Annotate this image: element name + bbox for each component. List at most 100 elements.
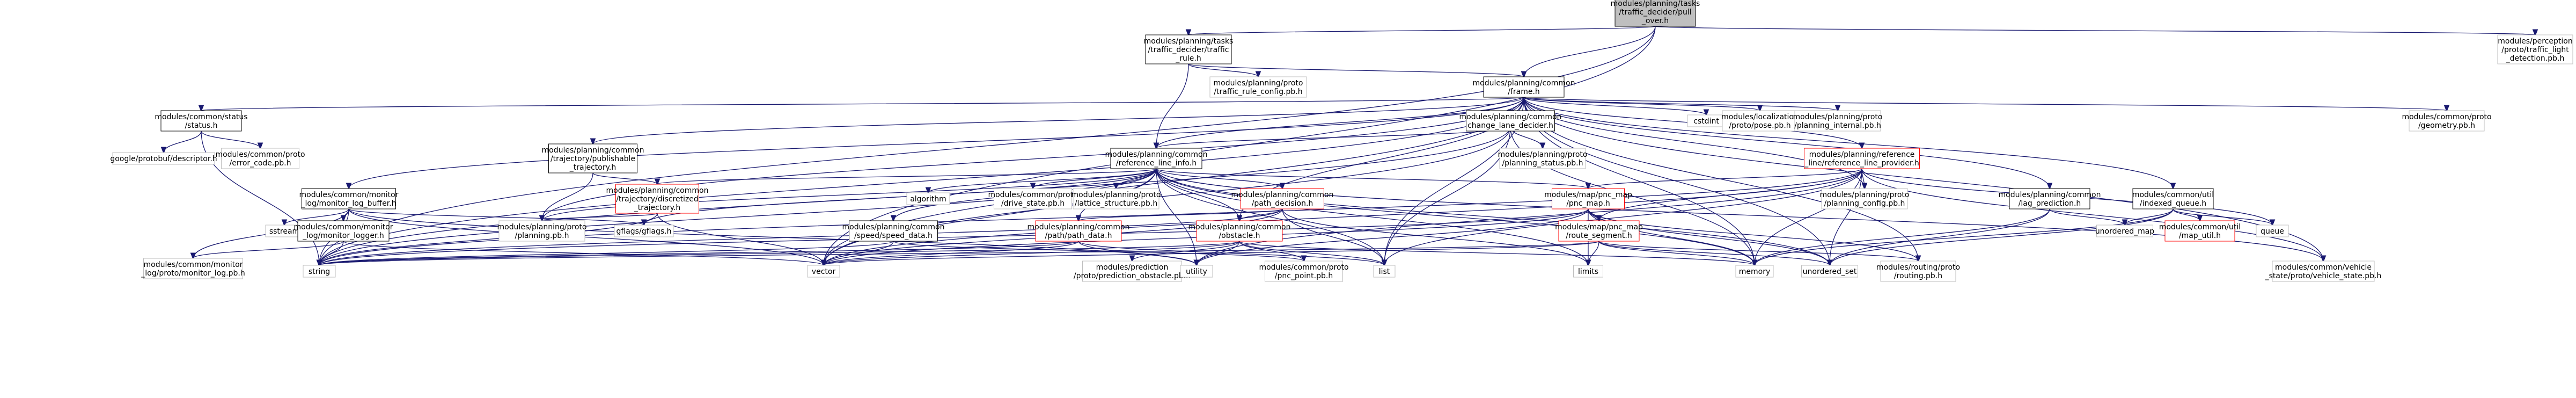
node-label-line: string [309, 267, 330, 276]
node-label-line: /proto/prediction_obstacle.pb.h [1074, 272, 1191, 280]
include-edge [284, 208, 349, 225]
node-label-line: modules/planning/proto [1793, 113, 1883, 121]
node-box [1035, 220, 1122, 242]
include-edge [542, 97, 1524, 221]
include-edge [644, 168, 1157, 225]
node-cstdint[interactable]: cstdint [1687, 114, 1726, 127]
node-label-line: modules/common/proto [1259, 263, 1348, 272]
node-planpb[interactable]: modules/planning/proto/planning.pb.h [497, 220, 587, 242]
include-edge [1033, 168, 1157, 189]
node-pinternal[interactable]: modules/planning/proto/planning_internal… [1793, 110, 1883, 132]
node-label-line: /status.h [185, 121, 217, 130]
node-sstream[interactable]: sstream [265, 225, 304, 237]
include-edge [319, 168, 1862, 265]
node-drive[interactable]: modules/common/proto/drive_state.pb.h [988, 188, 1078, 209]
node-pcfg[interactable]: modules/planning/proto/planning_config.p… [1820, 188, 1910, 209]
node-label-line: modules/perception [2498, 37, 2572, 46]
node-string[interactable]: string [303, 265, 336, 278]
node-pubtraj[interactable]: modules/planning/common/trajectory/publi… [542, 143, 644, 173]
include-edge [1156, 168, 1755, 265]
node-indexq[interactable]: modules/common/util/indexed_queue.h [2132, 188, 2214, 209]
node-box [1180, 265, 1213, 278]
node-lattice[interactable]: modules/planning/proto/lattice_structure… [1072, 188, 1161, 209]
node-predobs[interactable]: modules/prediction/proto/prediction_obst… [1074, 260, 1191, 282]
node-box [1794, 110, 1881, 132]
include-edge [1523, 97, 1760, 111]
node-label-line: modules/planning/common [842, 223, 945, 231]
node-label-line: limits [1578, 267, 1598, 276]
node-label-line: modules/planning/reference [1809, 150, 1915, 159]
node-memory[interactable]: memory [1735, 265, 1774, 278]
node-label-line: modules/common/monitor [294, 223, 393, 231]
node-label-line: vector [812, 267, 836, 276]
node-monlog[interactable]: modules/common/monitor_log/monitor_log_b… [299, 188, 399, 209]
node-umap[interactable]: unordered_map [2095, 225, 2154, 237]
node-gpdesc[interactable]: google/protobuf/descriptor.h [110, 152, 217, 165]
node-rlp[interactable]: modules/planning/reference_line/referenc… [1804, 148, 1920, 169]
include-edge [2173, 208, 2272, 225]
node-box [498, 220, 585, 242]
node-algorithm[interactable]: algorithm [906, 192, 950, 205]
node-rli[interactable]: modules/planning/common/reference_line_i… [1105, 148, 1208, 169]
node-label-line: /planning.pb.h [515, 231, 569, 240]
node-pmap[interactable]: modules/map/pnc_map/pnc_map.h [1544, 188, 1632, 209]
include-edge [542, 172, 593, 221]
node-speed[interactable]: modules/planning/common/speed/speed_data… [842, 220, 945, 242]
node-queue[interactable]: queue [2256, 225, 2289, 237]
node-label-line: /pnc_map.h [1566, 199, 1610, 208]
node-box [1145, 34, 1232, 64]
node-perc[interactable]: modules/perception/proto/traffic_light_d… [2497, 34, 2573, 64]
node-label-line: /traffic_decider/pull [1619, 8, 1691, 17]
node-cld[interactable]: modules/planning/commonchange_lane_decid… [1459, 110, 1562, 132]
include-edge [1156, 168, 1197, 265]
node-label-line: modules/planning/common [1999, 191, 2101, 199]
node-label-line: _trajectory.h [569, 163, 616, 172]
node-label-line: /traffic_decider/traffic [1148, 46, 1229, 54]
node-label-line: modules/common/proto [2402, 113, 2491, 121]
node-status[interactable]: modules/common/status/status.h [155, 110, 248, 132]
node-routing[interactable]: modules/routing/proto/routing.pb.h [1876, 260, 1960, 282]
node-vector[interactable]: vector [807, 265, 840, 278]
node-label-line: gflags/gflags.h [617, 227, 672, 236]
node-uset[interactable]: unordered_set [1801, 265, 1858, 278]
include-edge [319, 241, 1240, 265]
node-lagpred[interactable]: modules/planning/common/lag_prediction.h [1999, 188, 2101, 209]
node-tdtr[interactable]: modules/planning/tasks/traffic_decider/t… [1144, 34, 1234, 64]
node-pose[interactable]: modules/localization/proto/pose.pb.h [1721, 110, 1799, 132]
node-gflags[interactable]: gflags/gflags.h [614, 225, 674, 237]
node-vstate[interactable]: modules/common/vehicle_state/proto/vehic… [2265, 260, 2382, 282]
include-edge [319, 97, 1524, 265]
node-limits[interactable]: limits [1573, 265, 1603, 278]
node-errcode[interactable]: modules/common/proto/error_code.pb.h [215, 148, 305, 169]
node-pncpt[interactable]: modules/common/proto/pnc_point.pb.h [1259, 260, 1349, 282]
node-label-line: /pnc_point.pb.h [1275, 272, 1333, 280]
node-monlogpb[interactable]: modules/common/monitor_log/proto/monitor… [141, 258, 245, 279]
include-edge [1655, 26, 2535, 35]
node-geom[interactable]: modules/common/proto/geometry.pb.h [2402, 110, 2492, 132]
node-label-line: _over.h [1641, 17, 1669, 25]
node-label-line: modules/planning/common [1231, 191, 1334, 199]
node-discr[interactable]: modules/planning/common/trajectory/discr… [606, 184, 709, 214]
include-edge [1755, 168, 1862, 265]
node-box [548, 143, 637, 173]
node-box [2497, 34, 2573, 64]
node-maputil[interactable]: modules/common/util/map_util.h [2159, 220, 2241, 242]
node-obstacle[interactable]: modules/planning/common/obstacle.h [1188, 220, 1291, 242]
include-edge [1156, 63, 1189, 148]
include-edge [1197, 208, 1589, 265]
node-monlogger[interactable]: modules/common/monitor_log/monitor_logge… [294, 220, 393, 242]
node-utility[interactable]: utility [1180, 265, 1213, 278]
node-box [615, 184, 699, 214]
node-list[interactable]: list [1373, 265, 1396, 278]
node-box [1073, 188, 1159, 209]
node-pathdec[interactable]: modules/planning/common/path_decision.h [1231, 188, 1334, 209]
node-label-line: /reference_line_info.h [1116, 159, 1197, 168]
include-edge [1523, 97, 2447, 111]
node-routeseg[interactable]: modules/map/pnc_map/route_segment.h [1555, 220, 1643, 242]
node-trcfg[interactable]: modules/planning/proto/traffic_rule_conf… [1209, 76, 1307, 98]
node-frame[interactable]: modules/planning/common/frame.h [1473, 76, 1575, 98]
include-edge [1188, 63, 1258, 77]
node-pathdata[interactable]: modules/planning/common/path/path_data.h [1028, 220, 1130, 242]
node-pstatus[interactable]: modules/planning/proto/planning_status.p… [1498, 148, 1588, 169]
node-label-line: _trajectory.h [634, 204, 680, 212]
